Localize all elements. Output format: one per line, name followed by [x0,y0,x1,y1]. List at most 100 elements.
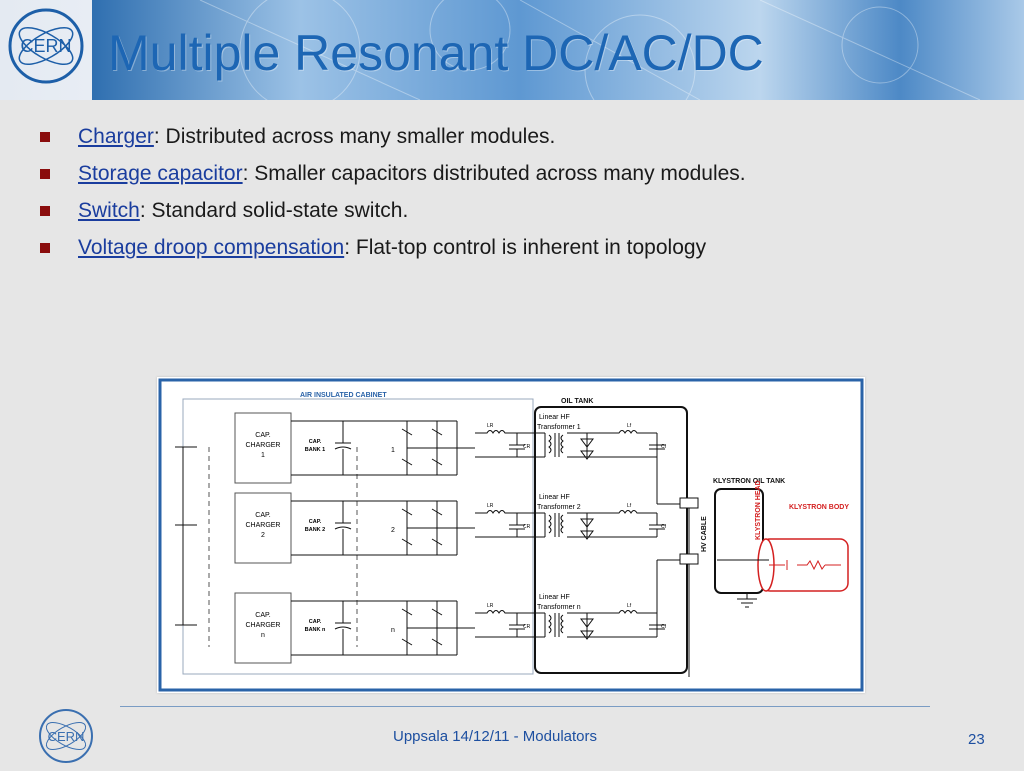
output-filter [607,560,665,638]
bank-label: BANK 1 [305,447,325,453]
transformer-label: Linear HF [539,594,570,601]
transformer-label: Transformer 1 [537,424,581,431]
charger-box [234,492,292,564]
footer-logo-text: CERN [48,729,85,744]
oil-tank-outline [534,406,688,674]
bullet-marker [40,132,50,142]
slide-title: Multiple Resonant DC/AC/DC [108,25,764,81]
switch-bridge [401,601,475,655]
bullet-item: Voltage droop compensation: Flat-top con… [40,235,1000,272]
air-cabinet-label: AIR INSULATED CABINET [300,392,387,399]
charger-label: 1 [261,452,265,459]
charger-label: n [261,632,265,639]
module-row: CAP. CHARGER 2 CAP. BANK 2 2 LR CR Linea… [234,492,667,564]
transformer-label: Linear HF [539,414,570,421]
cr-label: CR [523,524,531,530]
klystron-body-label: KLYSTRON BODY [789,504,849,511]
charger-box [234,592,292,664]
oil-tank-label: OIL TANK [561,398,593,405]
lf-label: Lf [627,503,632,509]
footer-divider [120,706,930,707]
transformer-rectifier [544,432,607,460]
bank-label: CAP. [309,619,322,625]
module-row: CAP. CHARGER 1 CAP. BANK 1 1 LR CR Linea… [234,412,667,504]
transformer-label: Linear HF [539,494,570,501]
dashed-links [208,447,358,647]
bullet-term-link[interactable]: Voltage droop compensation [78,236,345,259]
footer-cern-logo: CERN [36,704,104,771]
page-number: 23 [968,731,985,748]
header-banner: CERN [0,0,1024,100]
switch-label: n [391,627,395,634]
switch-bridge [401,501,475,555]
ac-input-bus [175,446,197,626]
bank-label: CAP. [309,439,322,445]
bullet-marker [40,243,50,253]
bullet-item: Switch: Standard solid-state switch. [40,198,1000,235]
charger-label: CAP. [255,512,270,519]
bullet-marker [40,206,50,216]
bullet-term-link[interactable]: Storage capacitor [78,162,243,185]
charger-label: CAP. [255,432,270,439]
bullet-marker [40,169,50,179]
bank-label: BANK n [305,627,326,633]
circuit-svg: AIR INSULATED CABINET OIL TANK KLYSTRON … [158,378,864,692]
bank-label: BANK 2 [305,527,325,533]
switch-label: 1 [391,447,395,454]
lf-label: Lf [627,423,632,429]
hv-connector-top [679,497,699,509]
klystron-head-label: KLYSTRON HEAD [755,480,762,540]
klystron-internal-circuit [769,559,841,571]
charger-label: CHARGER [245,522,280,529]
ground-symbol [737,593,757,608]
bullet-item: Storage capacitor: Smaller capacitors di… [40,161,1000,198]
footer-text: Uppsala 14/12/11 - Modulators [393,728,598,745]
output-filter [607,430,665,504]
circuit-diagram: AIR INSULATED CABINET OIL TANK KLYSTRON … [157,377,865,693]
module-row: CAP. CHARGER n CAP. BANK n n LR CR Linea… [234,560,667,664]
hv-connector-bottom [679,553,699,565]
bank-wiring [291,500,458,556]
hv-cable-label: HV CABLE [701,516,708,552]
bullet-text: : Distributed across many smaller module… [153,125,556,148]
bullet-item: Charger: Distributed across many smaller… [40,124,1000,161]
bank-wiring [291,600,458,656]
bullet-text: : Standard solid-state switch. [139,199,409,222]
bullet-text: : Flat-top control is inherent in topolo… [344,236,707,259]
output-filter [607,510,665,538]
resonant-tank [475,430,545,458]
cr-label: CR [523,624,531,630]
banner-decoration [199,0,981,100]
bank-label: CAP. [309,519,322,525]
transformer-rectifier [544,612,607,640]
cf-label: Cf [661,444,667,450]
charger-label: 2 [261,532,265,539]
resonant-tank [475,510,545,538]
transformer-rectifier [544,512,607,540]
charger-label: CAP. [255,612,270,619]
bullet-text: : Smaller capacitors distributed across … [242,162,746,185]
diagram-border [158,378,864,692]
charger-label: CHARGER [245,442,280,449]
cr-label: CR [523,444,531,450]
bank-wiring [291,420,458,476]
cern-logo: CERN [4,4,88,88]
cf-label: Cf [661,624,667,630]
transformer-label: Transformer 2 [537,504,581,511]
bullet-term-link[interactable]: Charger [78,125,154,148]
logo-text: CERN [20,36,71,56]
lf-label: Lf [627,603,632,609]
charger-box [234,412,292,484]
lr-label: LR [487,503,494,509]
resonant-tank [475,610,545,638]
charger-label: CHARGER [245,622,280,629]
bullet-list: Charger: Distributed across many smaller… [40,124,1000,272]
switch-bridge [401,421,475,475]
klystron-tank-label: KLYSTRON OIL TANK [713,478,785,485]
switch-label: 2 [391,527,395,534]
bullet-term-link[interactable]: Switch [78,199,140,222]
lr-label: LR [487,603,494,609]
lr-label: LR [487,423,494,429]
transformer-label: Transformer n [537,604,581,611]
hv-cable-wires [657,503,769,677]
